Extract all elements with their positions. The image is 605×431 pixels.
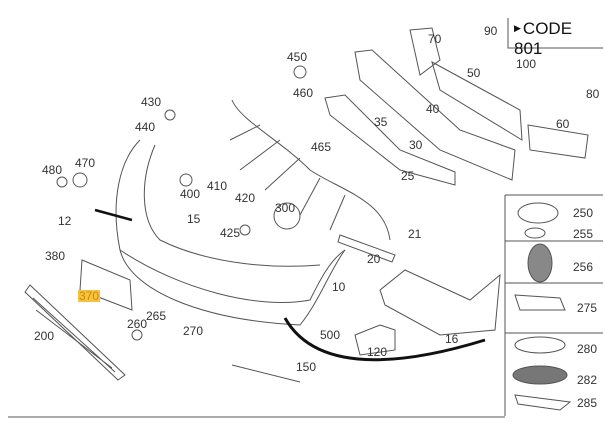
part-label-420[interactable]: 420	[235, 191, 256, 205]
part-label-30[interactable]: 30	[409, 138, 423, 152]
part-260	[131, 329, 143, 341]
part-275	[514, 294, 566, 311]
part-label-255[interactable]: 255	[573, 227, 594, 241]
part-label-250[interactable]: 250	[573, 206, 594, 220]
part-20	[337, 234, 396, 263]
part-40	[354, 49, 516, 181]
part-282	[512, 365, 568, 385]
part-label-460[interactable]: 460	[293, 86, 314, 100]
part-256	[527, 243, 553, 283]
part-label-275[interactable]: 275	[577, 301, 598, 315]
part-label-370-highlighted[interactable]: 370	[78, 289, 101, 303]
part-label-100[interactable]: 100	[516, 57, 537, 71]
part-label-16[interactable]: 16	[445, 332, 459, 346]
code-801-label: ▶CODE 801	[514, 19, 573, 58]
part-label-20[interactable]: 20	[367, 252, 381, 266]
part-450	[293, 65, 307, 79]
arrow-line	[94, 208, 133, 222]
part-label-450[interactable]: 450	[287, 50, 308, 64]
part-370	[79, 259, 133, 311]
part-label-265[interactable]: 265	[146, 309, 167, 323]
part-label-60[interactable]: 60	[556, 117, 570, 131]
part-label-282[interactable]: 282	[577, 373, 598, 387]
part-label-120[interactable]: 120	[367, 345, 388, 359]
part-label-410[interactable]: 410	[207, 179, 228, 193]
part-25	[324, 94, 456, 186]
part-250	[517, 202, 559, 224]
part-label-35[interactable]: 35	[374, 115, 388, 129]
part-label-280[interactable]: 280	[577, 342, 598, 356]
part-label-15[interactable]: 15	[187, 212, 201, 226]
part-200	[24, 284, 126, 381]
part-label-50[interactable]: 50	[467, 66, 481, 80]
part-label-150[interactable]: 150	[296, 360, 317, 374]
part-50	[431, 60, 523, 141]
part-70	[409, 27, 441, 76]
part-280	[514, 336, 566, 354]
part-label-470[interactable]: 470	[75, 156, 96, 170]
part-400	[179, 173, 193, 187]
part-16	[379, 269, 501, 336]
part-label-425[interactable]: 425	[220, 226, 241, 240]
arrow-curve	[283, 317, 486, 362]
part-470	[72, 172, 88, 188]
part-label-285[interactable]: 285	[577, 396, 598, 410]
part-label-270[interactable]: 270	[183, 324, 204, 338]
part-60	[527, 124, 589, 159]
part-label-430[interactable]: 430	[141, 95, 162, 109]
part-420	[239, 224, 251, 236]
part-label-440[interactable]: 440	[135, 120, 156, 134]
part-label-300[interactable]: 300	[275, 201, 296, 215]
part-10	[115, 139, 346, 303]
part-label-40[interactable]: 40	[426, 102, 440, 116]
part-label-380[interactable]: 380	[45, 249, 66, 263]
arrow-right-icon: ▶	[514, 23, 521, 33]
part-label-260[interactable]: 260	[127, 317, 148, 331]
part-465	[231, 99, 391, 241]
part-label-21[interactable]: 21	[408, 227, 422, 241]
part-label-12[interactable]: 12	[58, 214, 72, 228]
part-label-465[interactable]: 465	[311, 140, 332, 154]
part-label-90[interactable]: 90	[484, 24, 498, 38]
part-300	[273, 202, 301, 230]
part-label-70[interactable]: 70	[428, 32, 442, 46]
part-label-25[interactable]: 25	[401, 169, 415, 183]
part-255	[524, 227, 546, 239]
side-panel-border	[504, 194, 603, 416]
code-box-border	[507, 18, 603, 49]
part-label-256[interactable]: 256	[573, 260, 594, 274]
part-label-80[interactable]: 80	[586, 87, 600, 101]
part-480	[56, 176, 68, 188]
part-120	[354, 324, 396, 356]
part-label-10[interactable]: 10	[332, 280, 346, 294]
part-label-500[interactable]: 500	[320, 328, 341, 342]
part-430	[164, 109, 176, 121]
part-285	[514, 394, 572, 411]
part-150	[231, 364, 301, 383]
part-label-200[interactable]: 200	[34, 329, 55, 343]
part-label-480[interactable]: 480	[42, 163, 63, 177]
part-label-400[interactable]: 400	[180, 187, 201, 201]
